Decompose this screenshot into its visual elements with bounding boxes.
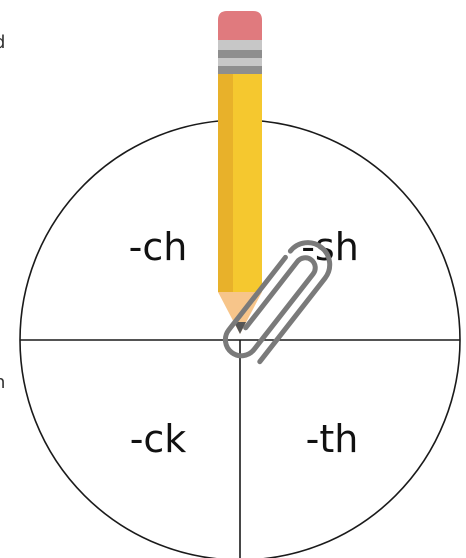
quadrant-label-bottom-right: -th bbox=[306, 417, 359, 461]
quadrant-label-bottom-left: -ck bbox=[130, 417, 187, 461]
quadrant-label-top-left: -ch bbox=[129, 225, 188, 269]
pencil-icon bbox=[218, 11, 262, 334]
